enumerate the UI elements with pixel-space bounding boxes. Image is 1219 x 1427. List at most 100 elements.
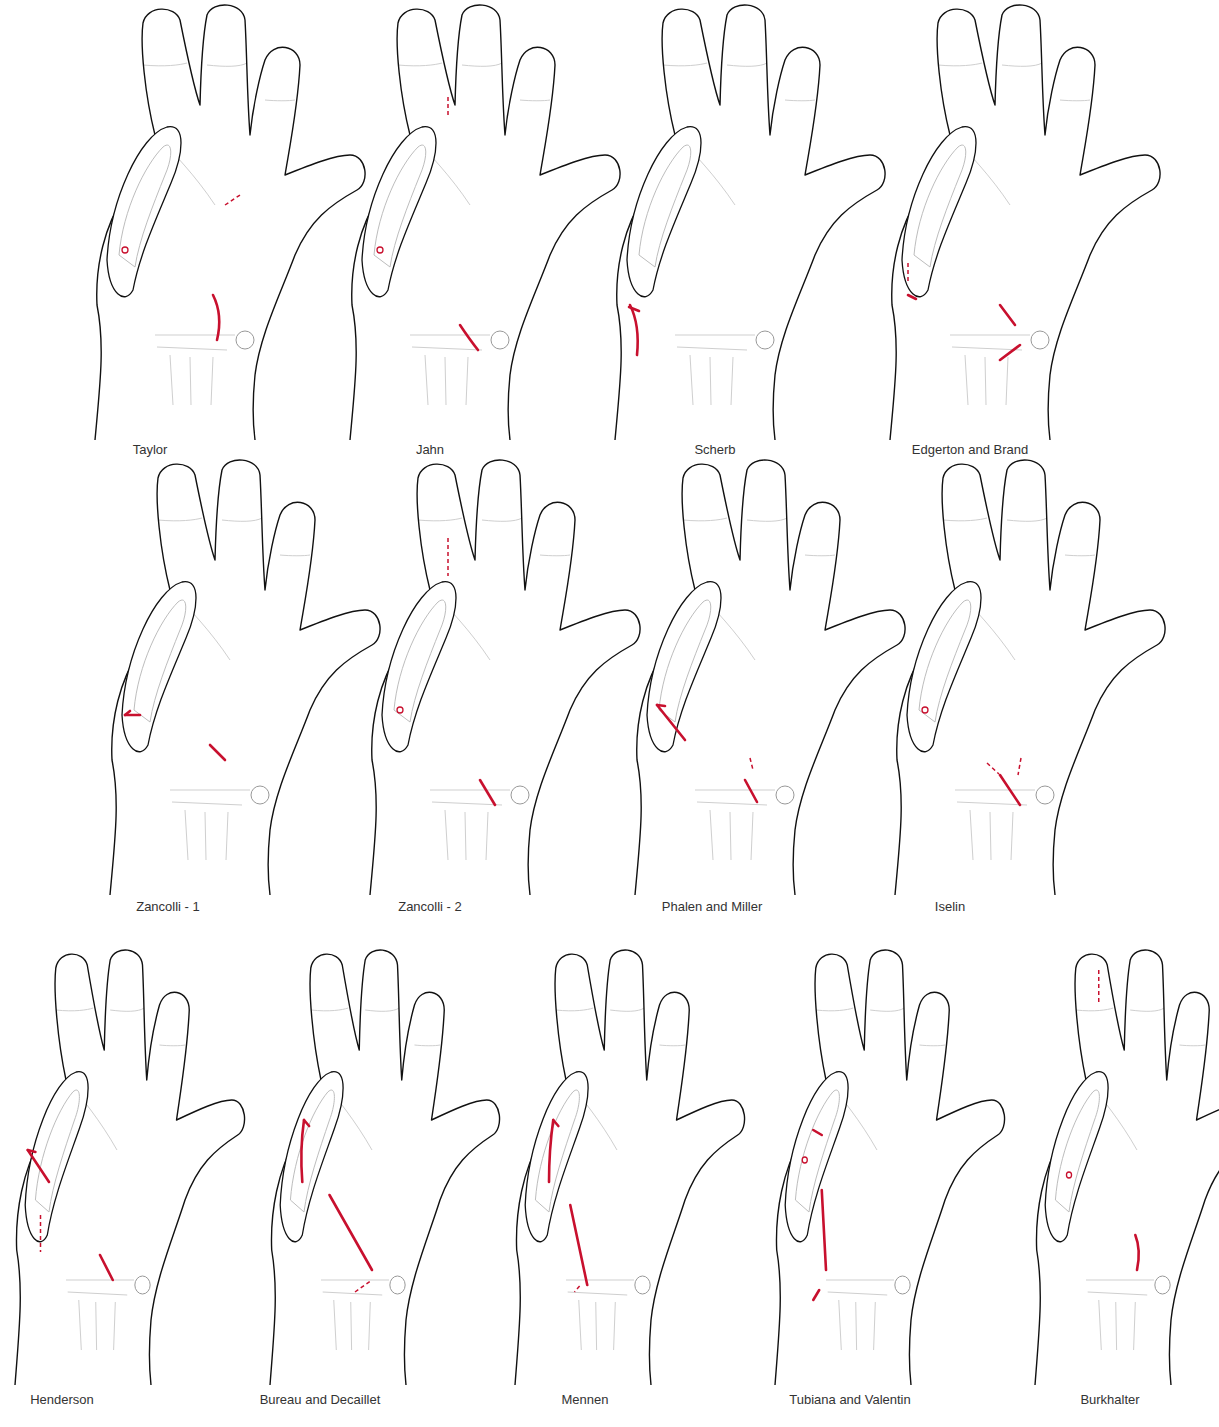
bone-line	[855, 1302, 857, 1350]
bone-line	[95, 1302, 97, 1350]
dashed-incision	[40, 1215, 42, 1252]
hand-drawing	[350, 5, 620, 440]
bone-line	[1088, 1292, 1148, 1295]
incision-line	[629, 307, 639, 311]
incision-mark	[397, 707, 403, 713]
bone-line	[110, 1008, 144, 1011]
bone-line	[190, 357, 191, 405]
thumb-bone	[639, 145, 691, 267]
thumb-bone	[119, 145, 171, 267]
thumb-bone	[1055, 1090, 1099, 1212]
bone-line	[68, 1292, 128, 1295]
panel-caption: Mennen	[562, 1392, 609, 1408]
bone-line	[418, 518, 462, 521]
bone-line	[466, 357, 468, 405]
bone-line	[690, 355, 693, 405]
bone-line	[731, 357, 733, 405]
bone-line	[677, 347, 747, 350]
bone-line	[663, 63, 707, 66]
bone-line	[874, 1302, 876, 1350]
pisiform-bone	[491, 331, 509, 349]
panel-caption: Burkhalter	[1080, 1392, 1139, 1408]
pisiform-bone	[135, 1276, 150, 1294]
incision-line	[125, 711, 130, 715]
hand-outline	[895, 460, 1165, 895]
bone-line	[415, 1045, 441, 1047]
incision-line	[210, 745, 225, 760]
hand-drawing	[775, 950, 1005, 1385]
thumb-outline	[907, 582, 981, 752]
thumb-outline	[1045, 1072, 1108, 1242]
incision-line	[822, 1190, 826, 1270]
bone-line	[675, 335, 755, 336]
panel-caption: Phalen and Miller	[662, 899, 762, 915]
bone-line	[79, 1300, 82, 1350]
thumb-outline	[122, 582, 196, 752]
bone-line	[157, 347, 227, 350]
bone-line	[432, 802, 502, 805]
bone-line	[185, 810, 188, 860]
incision-line	[28, 1150, 36, 1152]
thumb-bone	[535, 1090, 579, 1212]
bone-line	[970, 810, 973, 860]
incision-mark	[377, 247, 383, 253]
bone-line	[445, 357, 446, 405]
bone-line	[205, 812, 206, 860]
bone-line	[839, 1300, 842, 1350]
hand-outline	[110, 460, 380, 895]
bone-line	[816, 1008, 853, 1011]
bone-line	[170, 355, 173, 405]
thumb-bone	[659, 600, 711, 722]
bone-line	[990, 812, 991, 860]
bone-line	[683, 518, 727, 521]
thumb-outline	[647, 582, 721, 752]
bone-line	[1076, 1008, 1113, 1011]
bone-line	[430, 790, 510, 791]
bone-line	[321, 1280, 389, 1281]
pisiform-bone	[635, 1276, 650, 1294]
hand-outline	[370, 460, 640, 895]
bone-line	[595, 1302, 597, 1350]
thumb-bone	[914, 145, 966, 267]
panel-caption: Iselin	[935, 899, 965, 915]
thumb-bone	[795, 1090, 839, 1212]
bone-line	[1134, 1302, 1136, 1350]
bone-line	[211, 357, 213, 405]
incision-line	[630, 305, 638, 355]
hand-drawing	[95, 5, 365, 440]
pisiform-bone	[511, 786, 529, 804]
bone-line	[425, 355, 428, 405]
bone-line	[610, 1008, 644, 1011]
hand-drawing	[890, 5, 1160, 440]
bone-line	[957, 802, 1027, 805]
incision-mark	[922, 707, 928, 713]
bone-line	[155, 335, 235, 336]
bone-line	[143, 63, 187, 66]
incision-mark	[122, 247, 128, 253]
hand-drawing	[110, 460, 380, 895]
thumb-outline	[280, 1072, 343, 1242]
bone-line	[410, 335, 490, 336]
hand-drawing	[15, 950, 245, 1385]
bone-line	[311, 1008, 348, 1011]
dashed-incision	[750, 758, 753, 770]
bone-line	[170, 790, 250, 791]
bone-line	[1130, 1008, 1164, 1011]
hand-drawing	[635, 460, 905, 895]
incision-line	[330, 1195, 373, 1270]
bone-line	[56, 1008, 93, 1011]
bone-line	[207, 63, 247, 66]
pisiform-bone	[1036, 786, 1054, 804]
panel-caption: Edgerton and Brand	[912, 442, 1028, 458]
incision-line	[480, 780, 495, 805]
bone-line	[943, 518, 987, 521]
incision-line	[100, 1255, 113, 1280]
bone-line	[1060, 100, 1090, 102]
bone-line	[1007, 518, 1047, 521]
bone-line	[265, 100, 295, 102]
bone-line	[1115, 1302, 1117, 1350]
bone-line	[1099, 1300, 1102, 1350]
bone-line	[828, 1292, 888, 1295]
bone-line	[66, 1280, 134, 1281]
